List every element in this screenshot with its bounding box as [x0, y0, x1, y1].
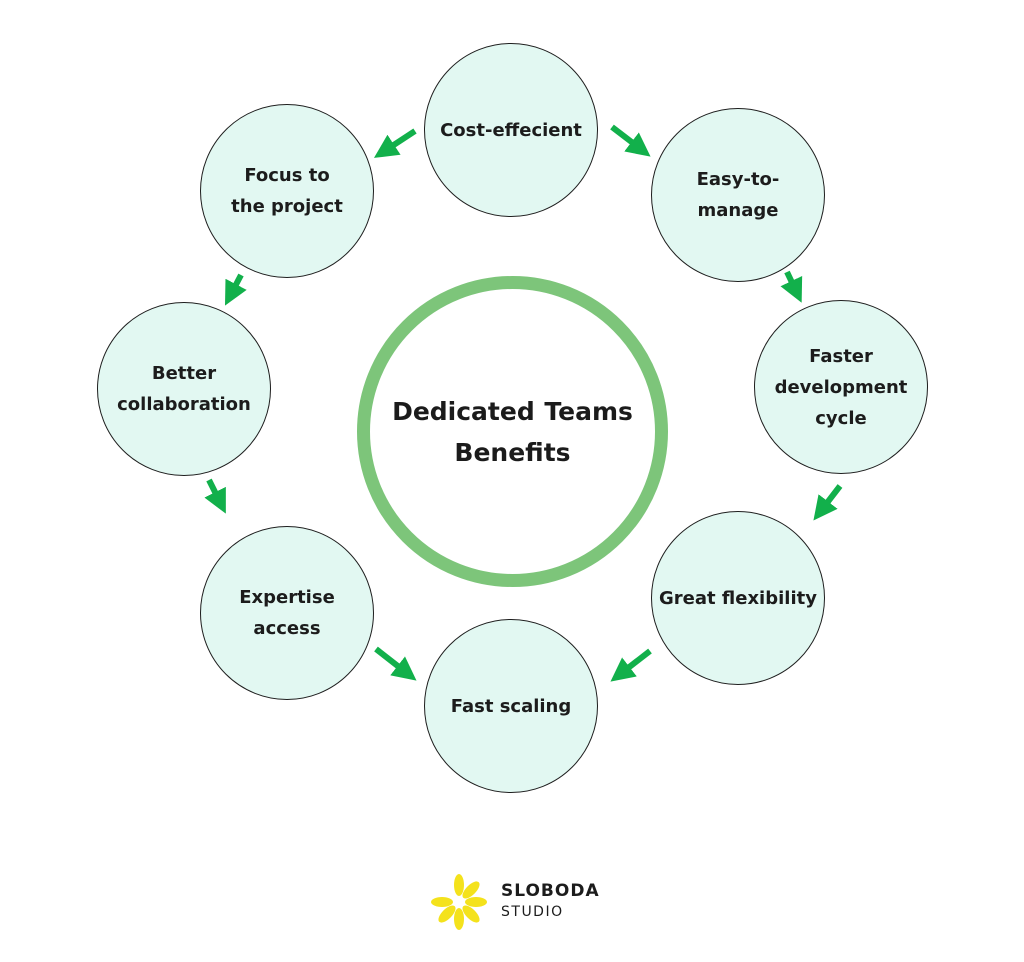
node-label: Easy-to- manage [696, 169, 780, 221]
node-label: Fast scaling [450, 695, 572, 717]
node-cost-efficient: Cost-effecient [424, 43, 598, 217]
node-label: Great flexibility [659, 587, 817, 609]
node-focus-to-the-project: Focus to the project [200, 104, 374, 278]
node-expertise-access: Expertise access [200, 526, 374, 700]
logo-line-sloboda: SLOBODA [501, 881, 600, 901]
arrow-cost-to-focus [373, 128, 417, 158]
arrow-easy-to-faster [780, 270, 803, 303]
logo-wordmark: SLOBODA STUDIO [501, 881, 600, 923]
node-label: Expertise access [239, 587, 335, 639]
node-great-flexibility: Great flexibility [651, 511, 825, 685]
node-label: Better collaboration [117, 363, 251, 415]
node-label: Faster development cycle [774, 345, 908, 429]
node-label: Focus to the project [231, 165, 343, 217]
arrow-faster-to-flex [813, 484, 843, 521]
sunflower-logo-icon [431, 874, 487, 930]
node-label: Cost-effecient [440, 119, 582, 141]
node-faster-development-cycle: Faster development cycle [754, 300, 928, 474]
logo-line-studio: STUDIO [501, 904, 564, 920]
arrow-flex-to-scale [610, 648, 652, 682]
center-circle: Dedicated Teams Benefits [357, 276, 668, 587]
node-fast-scaling: Fast scaling [424, 619, 598, 793]
center-title: Dedicated Teams Benefits [392, 396, 633, 467]
arrow-collab-to-expertise [204, 478, 226, 514]
node-better-collaboration: Better collaboration [97, 302, 271, 476]
sloboda-studio-logo: SLOBODA STUDIO [428, 872, 608, 932]
arrow-expertise-to-scale [374, 646, 417, 681]
node-easy-to-manage: Easy-to- manage [651, 108, 825, 282]
arrow-focus-to-collab [224, 273, 247, 306]
arrow-cost-to-easy [610, 124, 651, 157]
